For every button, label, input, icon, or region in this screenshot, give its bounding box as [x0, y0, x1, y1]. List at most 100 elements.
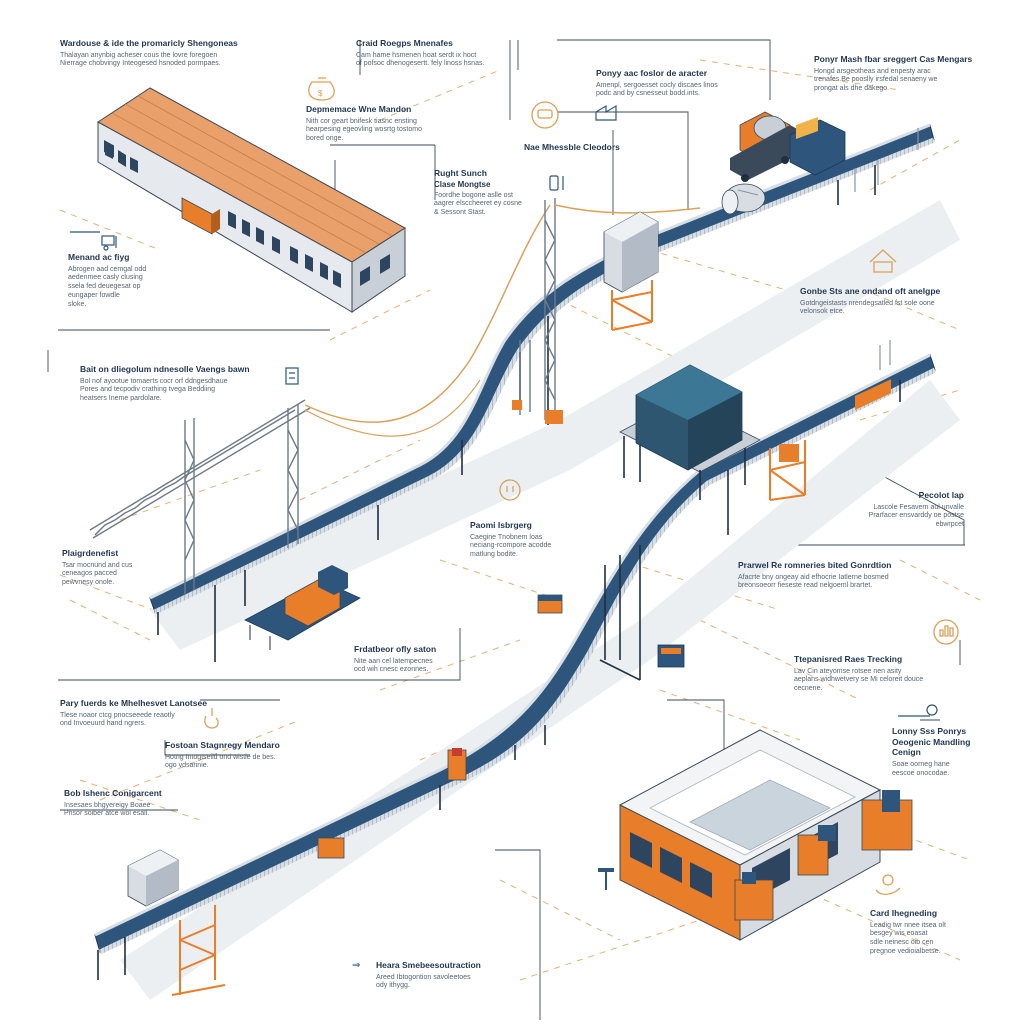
phone-icon — [549, 175, 564, 191]
money-bag-icon: $ — [308, 77, 335, 101]
orange-scaffold-lower — [171, 905, 226, 996]
callout-gonbe: Gonbe Sts ane ondand oft anelgpe Gotdnge… — [800, 286, 1000, 317]
drum-machine — [721, 183, 766, 215]
callout-frdatbeor: Frdatbeor ofly saton Nite aan cel latemp… — [354, 644, 474, 675]
callout-desc: Nith cor geart bnifesk tiasnc ensting he… — [306, 117, 422, 143]
callout-ponyy: Ponyy aac foslor de aracter Amenpl, serg… — [596, 68, 766, 99]
callout-bob: Bob Ishenc Conigarcent Insesaes bhgyerei… — [64, 788, 194, 819]
callout-title: Ponyy aac foslor de aracter — [596, 68, 708, 78]
callout-paomi: Paomi Isbrgerg Caegine Tnobnem loas neci… — [470, 520, 600, 560]
callout-nae: Nae Mhessble Cleodors — [524, 142, 664, 156]
callout-title: Bob Ishenc Conigarcent — [64, 788, 162, 798]
orange-box-right — [855, 379, 891, 410]
lower-left-box — [127, 849, 179, 907]
callout-ttepanisred: Ttepanisred Raes Trecking Lav Cin ateyom… — [794, 654, 974, 694]
tracking-icon — [898, 704, 938, 717]
callout-title: Gonbe Sts ane ondand oft anelgpe — [800, 286, 941, 296]
callout-desc: Soae oorneg hane eescoe onocodae. — [892, 760, 950, 777]
callout-desc: Leadig twr nnee itsea olt besgey wis eoa… — [870, 921, 946, 955]
rail-posts-right — [854, 128, 919, 192]
callout-title: Prarwel Re romneries bited Gonrdtion — [738, 560, 892, 570]
car-icon — [531, 101, 559, 129]
callout-title: Bait on dliegolum ndnesolle Vaengs bawn — [80, 364, 250, 374]
callout-title: Paomi Isbrgerg — [470, 520, 532, 530]
callout-title: Depmemace Wne Mandon — [306, 104, 412, 114]
callout-bait: Bait on dliegolum ndnesolle Vaengs bawn … — [80, 364, 290, 404]
callout-desc: Lav Cin ateyomse rotsee nen asity aeplan… — [794, 667, 924, 693]
callout-desc: Cam hame hsmenen hoat serdt ix hoct of p… — [356, 51, 485, 68]
callout-desc: Insesaes bhgyereigy Boaee Pnsor soiber a… — [64, 801, 151, 818]
factory-icon — [595, 104, 617, 121]
callout-desc: Hotng Intogtseiid ond wistle de bes. ogo… — [165, 753, 276, 770]
crane-base-orange — [512, 400, 563, 424]
callout-warehouse: Wardouse & ide the promaricly Shengoneas… — [60, 38, 260, 69]
callout-menand: Menand ac fiyg Abrogen aad cemgal odd ae… — [68, 252, 178, 309]
truck-top-right — [730, 111, 846, 182]
upper-transfer-box — [603, 211, 659, 293]
callout-desc: Gotdngeistasts nrendegsatled fst sole oo… — [800, 299, 935, 316]
callout-desc: Caegine Tnobnem loas neciang-rcompore ac… — [470, 533, 552, 559]
callout-title: Heara Smebeesoutraction — [376, 960, 481, 970]
callout-title: Wardouse & ide the promaricly Shengoneas — [60, 38, 238, 48]
callout-lonny: Lonny Sss Ponrys Oeogenic Mandling Cenig… — [892, 726, 980, 778]
callout-title: Ttepanisred Raes Trecking — [794, 654, 903, 664]
callout-desc: Abrogen aad cemgal odd aedenmee casly cl… — [68, 265, 147, 308]
callout-desc: Thalayan anynbig acheser cous the lovre … — [60, 51, 221, 68]
callout-craid: Craid Roegps Mnenafes Cam hame hsmenen h… — [356, 38, 526, 69]
callout-pecolot: Pecolot lap Lascole Fesavern aul unvalle… — [842, 490, 964, 530]
forklift-cart-left — [244, 565, 361, 650]
lower-orange-machines — [317, 748, 467, 859]
callout-heara: Heara Smebeesoutraction Areed Ibtogontio… — [376, 960, 516, 991]
callout-title: Craid Roegps Mnenafes — [356, 38, 453, 48]
warehouse-building — [97, 87, 406, 313]
plug-icon — [499, 479, 521, 501]
callout-desc: Areed Ibtogontion savoleetoes ody ithygg… — [376, 973, 471, 990]
callout-title: Pary fuerds ke Mhelhesvet Lanotsee — [60, 698, 207, 708]
hand-coin-icon — [875, 874, 901, 895]
callout-card: Card Ihegneding Leadig twr nnee itsea ol… — [870, 908, 980, 957]
callout-title: Rught Sunch — [434, 168, 487, 178]
chart-icon — [933, 619, 959, 645]
callout-desc: Clase Mongtse Foordhe bogone aslle ost a… — [434, 179, 522, 217]
callout-pary: Pary fuerds ke Mhelhesvet Lanotsee Tlese… — [60, 698, 230, 729]
callout-title: Menand ac fiyg — [68, 252, 130, 262]
house-icon — [869, 249, 897, 273]
gantry-crane-left — [89, 399, 311, 595]
callout-prarwel: Prarwel Re romneries bited Gonrdtion Afa… — [738, 560, 968, 591]
lower-conveyor — [94, 353, 937, 980]
rail-posts-lower-right — [879, 340, 891, 370]
callout-depmemace: Depmemace Wne Mandon Nith cor geart bnif… — [306, 104, 456, 144]
arrow-icon: ⇒ — [352, 960, 361, 971]
orange-scaffold-right — [769, 440, 806, 501]
factory-machines — [734, 790, 913, 921]
callout-title: Pecolot lap — [918, 490, 964, 500]
mid-small-carts — [537, 594, 685, 668]
factory-building — [598, 729, 913, 941]
callout-desc: Bol nof ayootue tomaerts cocr orf ddnges… — [80, 377, 228, 403]
callout-title: Frdatbeor ofly saton — [354, 644, 437, 654]
callout-title: Plaigrdenefist — [62, 548, 119, 558]
callout-desc: Lascole Fesavern aul unvalle Prarfacer e… — [868, 503, 964, 529]
callout-desc: Tlese noaor ctcg pnocseeede reaotly ond … — [60, 711, 175, 728]
callout-title: Nae Mhessble Cleodors — [524, 142, 620, 152]
callout-title: Lonny Sss Ponrys Oeogenic Mandling Cenig… — [892, 726, 971, 758]
container-platform — [619, 364, 761, 500]
upper-conveyor-shadow — [150, 200, 960, 650]
svg-text:$: $ — [318, 89, 323, 98]
callout-desc: Tsar mocnund and cus ceneagos pacced pew… — [62, 561, 133, 587]
forklift-icon — [70, 231, 117, 251]
callout-fostoan: Fostoan Stagnregy Mendaro Hotng Intogtse… — [165, 740, 315, 771]
orange-scaffold-upper — [611, 280, 653, 331]
callout-title: Card Ihegneding — [870, 908, 938, 918]
callout-plaigr: Plaigrdenefist Tsar mocnund and cus cene… — [62, 548, 172, 588]
document-icon — [285, 367, 299, 385]
callout-ponyr: Ponyr Mash fbar sreggert Cas Mengars Hon… — [814, 54, 1004, 94]
callout-desc: Afacrte bny ongeay aid efhocrie Iatlerne… — [738, 573, 889, 590]
callout-desc: Amenpl, sergoesset cocly discaes linos p… — [596, 81, 718, 98]
callout-title: Fostoan Stagnregy Mendaro — [165, 740, 280, 750]
hook-icon — [204, 708, 219, 729]
crane-cable — [304, 204, 551, 423]
callout-desc: Nite aan cel latempecnes ocd wih cnesc e… — [354, 657, 433, 674]
callout-rught: Rught Sunch Clase Mongtse Foordhe bogone… — [434, 168, 544, 218]
